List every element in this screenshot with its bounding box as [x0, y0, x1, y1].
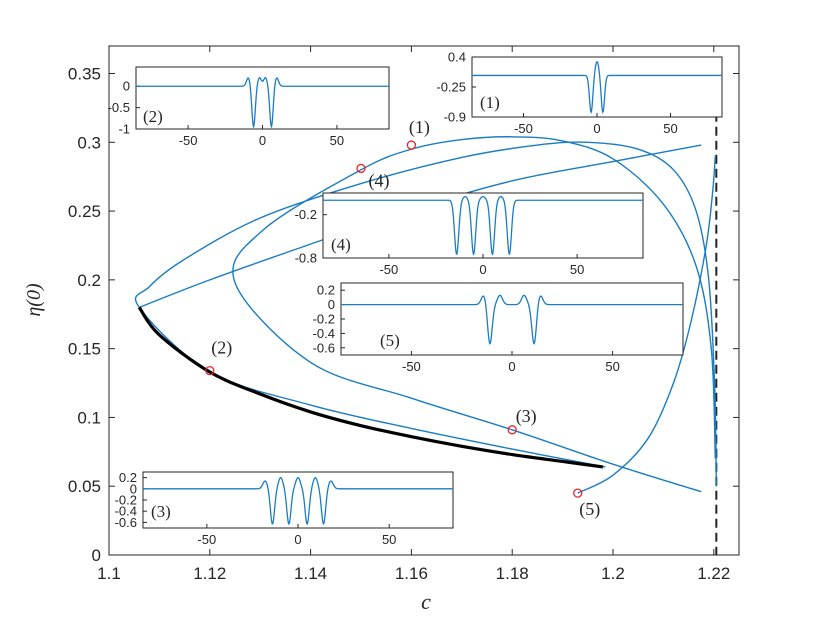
inset-label: (2) — [143, 107, 163, 126]
branch-curve-1 — [134, 141, 718, 487]
inset-y-tick-label: -0.5 — [108, 100, 130, 115]
inset-waveform — [341, 294, 683, 345]
branch-curve-3 — [232, 136, 717, 493]
inset-y-tick-label: -0.2 — [115, 493, 137, 508]
inset-x-tick-label: -50 — [514, 121, 533, 136]
marker-circle — [356, 163, 366, 174]
y-tick-label: 0.3 — [77, 133, 101, 152]
x-tick-label: 1.2 — [601, 564, 625, 583]
marker-circle — [406, 140, 417, 150]
marker-circle — [205, 366, 215, 376]
inset-waveform — [136, 76, 389, 129]
y-tick-label: 0 — [92, 546, 101, 565]
inset-x-tick-label: 0 — [479, 262, 486, 277]
x-tick-label: 1.1 — [97, 564, 121, 583]
y-tick-label: 0.25 — [68, 202, 101, 221]
branch-curve-4 — [577, 155, 717, 494]
inset-label: (5) — [380, 331, 400, 350]
x-tick-label: 1.18 — [496, 564, 529, 583]
marker-circle — [507, 425, 517, 435]
y-tick-label: 0.35 — [68, 65, 101, 84]
inset-x-tick-label: 50 — [330, 133, 344, 148]
inset-frame — [142, 471, 454, 529]
inset-x-tick-label: 50 — [382, 532, 396, 547]
inset-frame — [322, 192, 644, 259]
y-tick-label: 0.1 — [77, 408, 101, 427]
inset-waveform — [472, 60, 722, 115]
inset-y-tick-label: -0.6 — [313, 340, 335, 355]
marker-label: (1) — [409, 117, 430, 138]
x-tick-label: 1.22 — [697, 564, 730, 583]
inset-y-tick-label: 0 — [130, 481, 137, 496]
inset-2: -50 0 50 0 -0.5 -1 (2) — [108, 66, 390, 148]
inset-x-tick-label: 50 — [605, 359, 619, 374]
inset-x-tick-label: 0 — [593, 121, 600, 136]
inset-y-tick-label: 0 — [328, 297, 335, 312]
x-tick-label: 1.16 — [395, 564, 428, 583]
inset-waveform — [143, 476, 453, 525]
inset-x-tick-label: -50 — [379, 262, 398, 277]
inset-y-tick-label: -0.6 — [115, 515, 137, 530]
inset-x-tick-label: 0 — [294, 532, 301, 547]
inset-y-tick-label: 0.2 — [317, 283, 335, 298]
inset-x-tick-label: 50 — [570, 262, 584, 277]
inset-y-tick-label: -0.2 — [313, 312, 335, 327]
inset-label: (3) — [151, 502, 171, 521]
marker-label: (3) — [516, 406, 537, 427]
inset-1: -50 0 50 0.4 -0.25 -0.9 (1) — [436, 50, 723, 136]
inset-y-tick-label: -0.4 — [313, 326, 335, 341]
marker-label: (4) — [369, 170, 390, 191]
y-axis-label: η(0) — [23, 283, 45, 317]
y-tick-label: 0.2 — [77, 271, 101, 290]
inset-y-tick-label: -1 — [118, 122, 130, 137]
inset-y-tick-label: -0.4 — [115, 504, 137, 519]
x-tick-label: 1.12 — [193, 564, 226, 583]
y-tick-label: 0.15 — [68, 340, 101, 359]
marker-label: (5) — [579, 499, 600, 520]
inset-waveform — [323, 195, 643, 256]
inset-x-tick-label: -50 — [179, 133, 198, 148]
inset-y-tick-label: 0 — [123, 79, 130, 94]
main-axis-ticks: 1.1 1.12 1.14 1.16 1.18 1.2 1.22 0 0.05 0.1 0.15 0.… — [68, 46, 739, 583]
inset-y-tick-label: 0.2 — [119, 470, 137, 485]
inset-y-tick-label: -0.8 — [295, 251, 317, 266]
marker-label: (2) — [211, 338, 232, 359]
inset-frame — [135, 66, 390, 130]
inset-label: (1) — [480, 93, 500, 112]
inset-x-tick-label: -50 — [197, 532, 216, 547]
marker-circle — [573, 488, 583, 498]
inset-x-tick-label: 0 — [508, 359, 515, 374]
inset-x-tick-label: -50 — [402, 359, 421, 374]
inset-y-tick-label: -0.25 — [436, 80, 466, 95]
inset-4: -50 0 50 -0.2 -0.8 (4) — [295, 192, 644, 277]
x-tick-label: 1.14 — [294, 564, 327, 583]
inset-frame — [471, 56, 723, 118]
x-axis-label: c — [421, 589, 431, 614]
inset-y-tick-label: 0.4 — [448, 50, 466, 65]
inset-x-tick-label: 0 — [259, 133, 266, 148]
inset-y-tick-label: -0.2 — [295, 207, 317, 222]
y-tick-label: 0.05 — [68, 477, 101, 496]
stable-branch-curve — [137, 306, 604, 469]
inset-x-tick-label: 50 — [663, 121, 677, 136]
inset-y-tick-label: -0.9 — [444, 110, 466, 125]
inset-label: (4) — [331, 235, 351, 254]
main-markers: (1) (2) (3) (4) (5) — [205, 117, 600, 520]
inset-frame — [340, 282, 684, 356]
